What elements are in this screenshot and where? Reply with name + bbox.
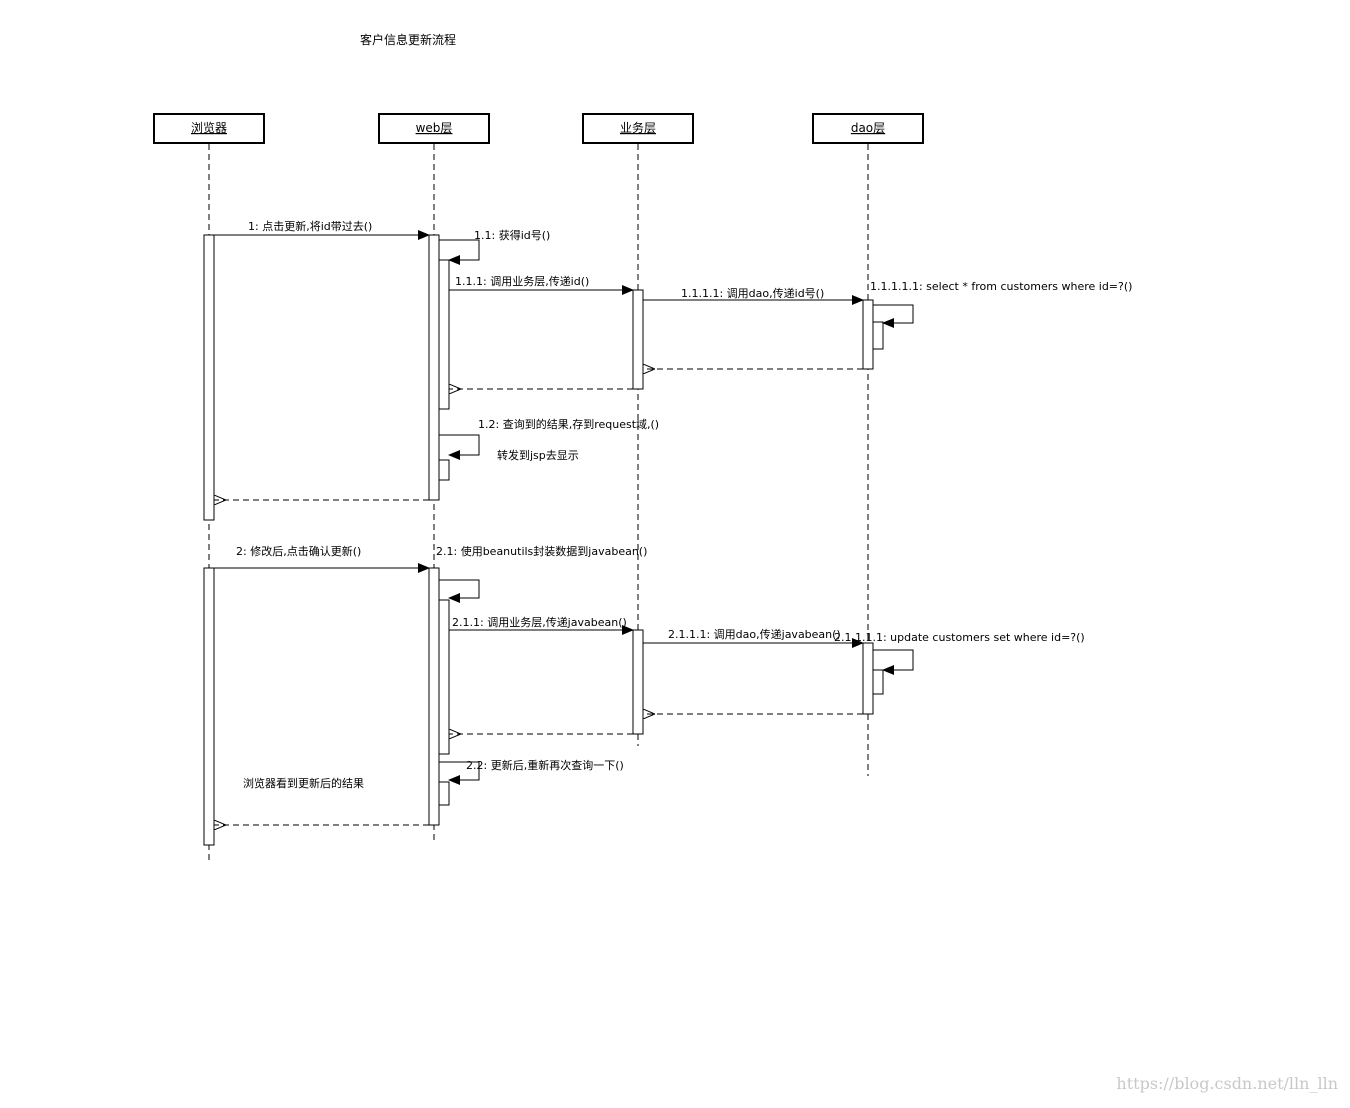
message-label: 2.1.1.1: 调用dao,传递javabean()	[668, 627, 841, 641]
message-label: 1.1.1.1: 调用dao,传递id号()	[681, 286, 824, 300]
actor-dao: dao层	[812, 113, 924, 144]
activation-web-1	[428, 234, 440, 501]
activation-web-1-2	[438, 459, 450, 481]
message-label: 2.1.1: 调用业务层,传递javabean()	[452, 615, 627, 629]
message-label: 2: 修改后,点击确认更新()	[236, 544, 361, 558]
actor-service: 业务层	[582, 113, 694, 144]
self-message-arrow	[439, 761, 480, 785]
actor-web: web层	[378, 113, 490, 144]
message-label: 1: 点击更新,将id带过去()	[248, 219, 372, 233]
message-label: 2.1.1.1.1: update customers set where id…	[834, 631, 1085, 644]
activation-web-2-1	[438, 599, 450, 755]
activation-browser-1	[203, 234, 215, 521]
message-label: 1.1: 获得id号()	[474, 229, 550, 242]
diagram-title: 客户信息更新流程	[360, 32, 456, 47]
self-message-arrow	[439, 239, 480, 265]
actor-label: 浏览器	[191, 120, 227, 135]
activation-browser-2	[203, 567, 215, 846]
message-label: 2.2: 更新后,重新再次查询一下()	[466, 758, 624, 772]
message-note: 转发到jsp去显示	[497, 448, 579, 462]
activation-dao-1-self	[872, 321, 884, 350]
message-label: 1.2: 查询到的结果,存到request域,()	[478, 417, 659, 431]
actor-label: 业务层	[620, 120, 656, 135]
activation-web-2	[428, 567, 440, 826]
self-message-arrow	[439, 434, 480, 460]
actor-browser: 浏览器	[153, 113, 265, 144]
actor-label: dao层	[851, 121, 885, 135]
watermark: https://blog.csdn.net/lln_lln	[1116, 1074, 1338, 1093]
message-label: 1.1.1.1.1: select * from customers where…	[870, 280, 1132, 293]
activation-dao-2	[862, 642, 874, 715]
actor-label: web层	[416, 121, 453, 135]
message-label: 2.1: 使用beanutils封装数据到javabean()	[436, 544, 647, 558]
activation-dao-1	[862, 299, 874, 370]
activation-web-1-1	[438, 259, 450, 410]
browser-note: 浏览器看到更新后的结果	[243, 776, 364, 790]
self-message-arrow	[439, 579, 480, 603]
self-message-arrow	[873, 304, 914, 328]
activation-service-1	[632, 289, 644, 390]
activation-web-2-2	[438, 781, 450, 806]
activation-service-2	[632, 629, 644, 735]
message-label: 1.1.1: 调用业务层,传递id()	[455, 274, 589, 288]
activation-dao-2-self	[872, 669, 884, 695]
self-message-arrow	[873, 649, 914, 675]
